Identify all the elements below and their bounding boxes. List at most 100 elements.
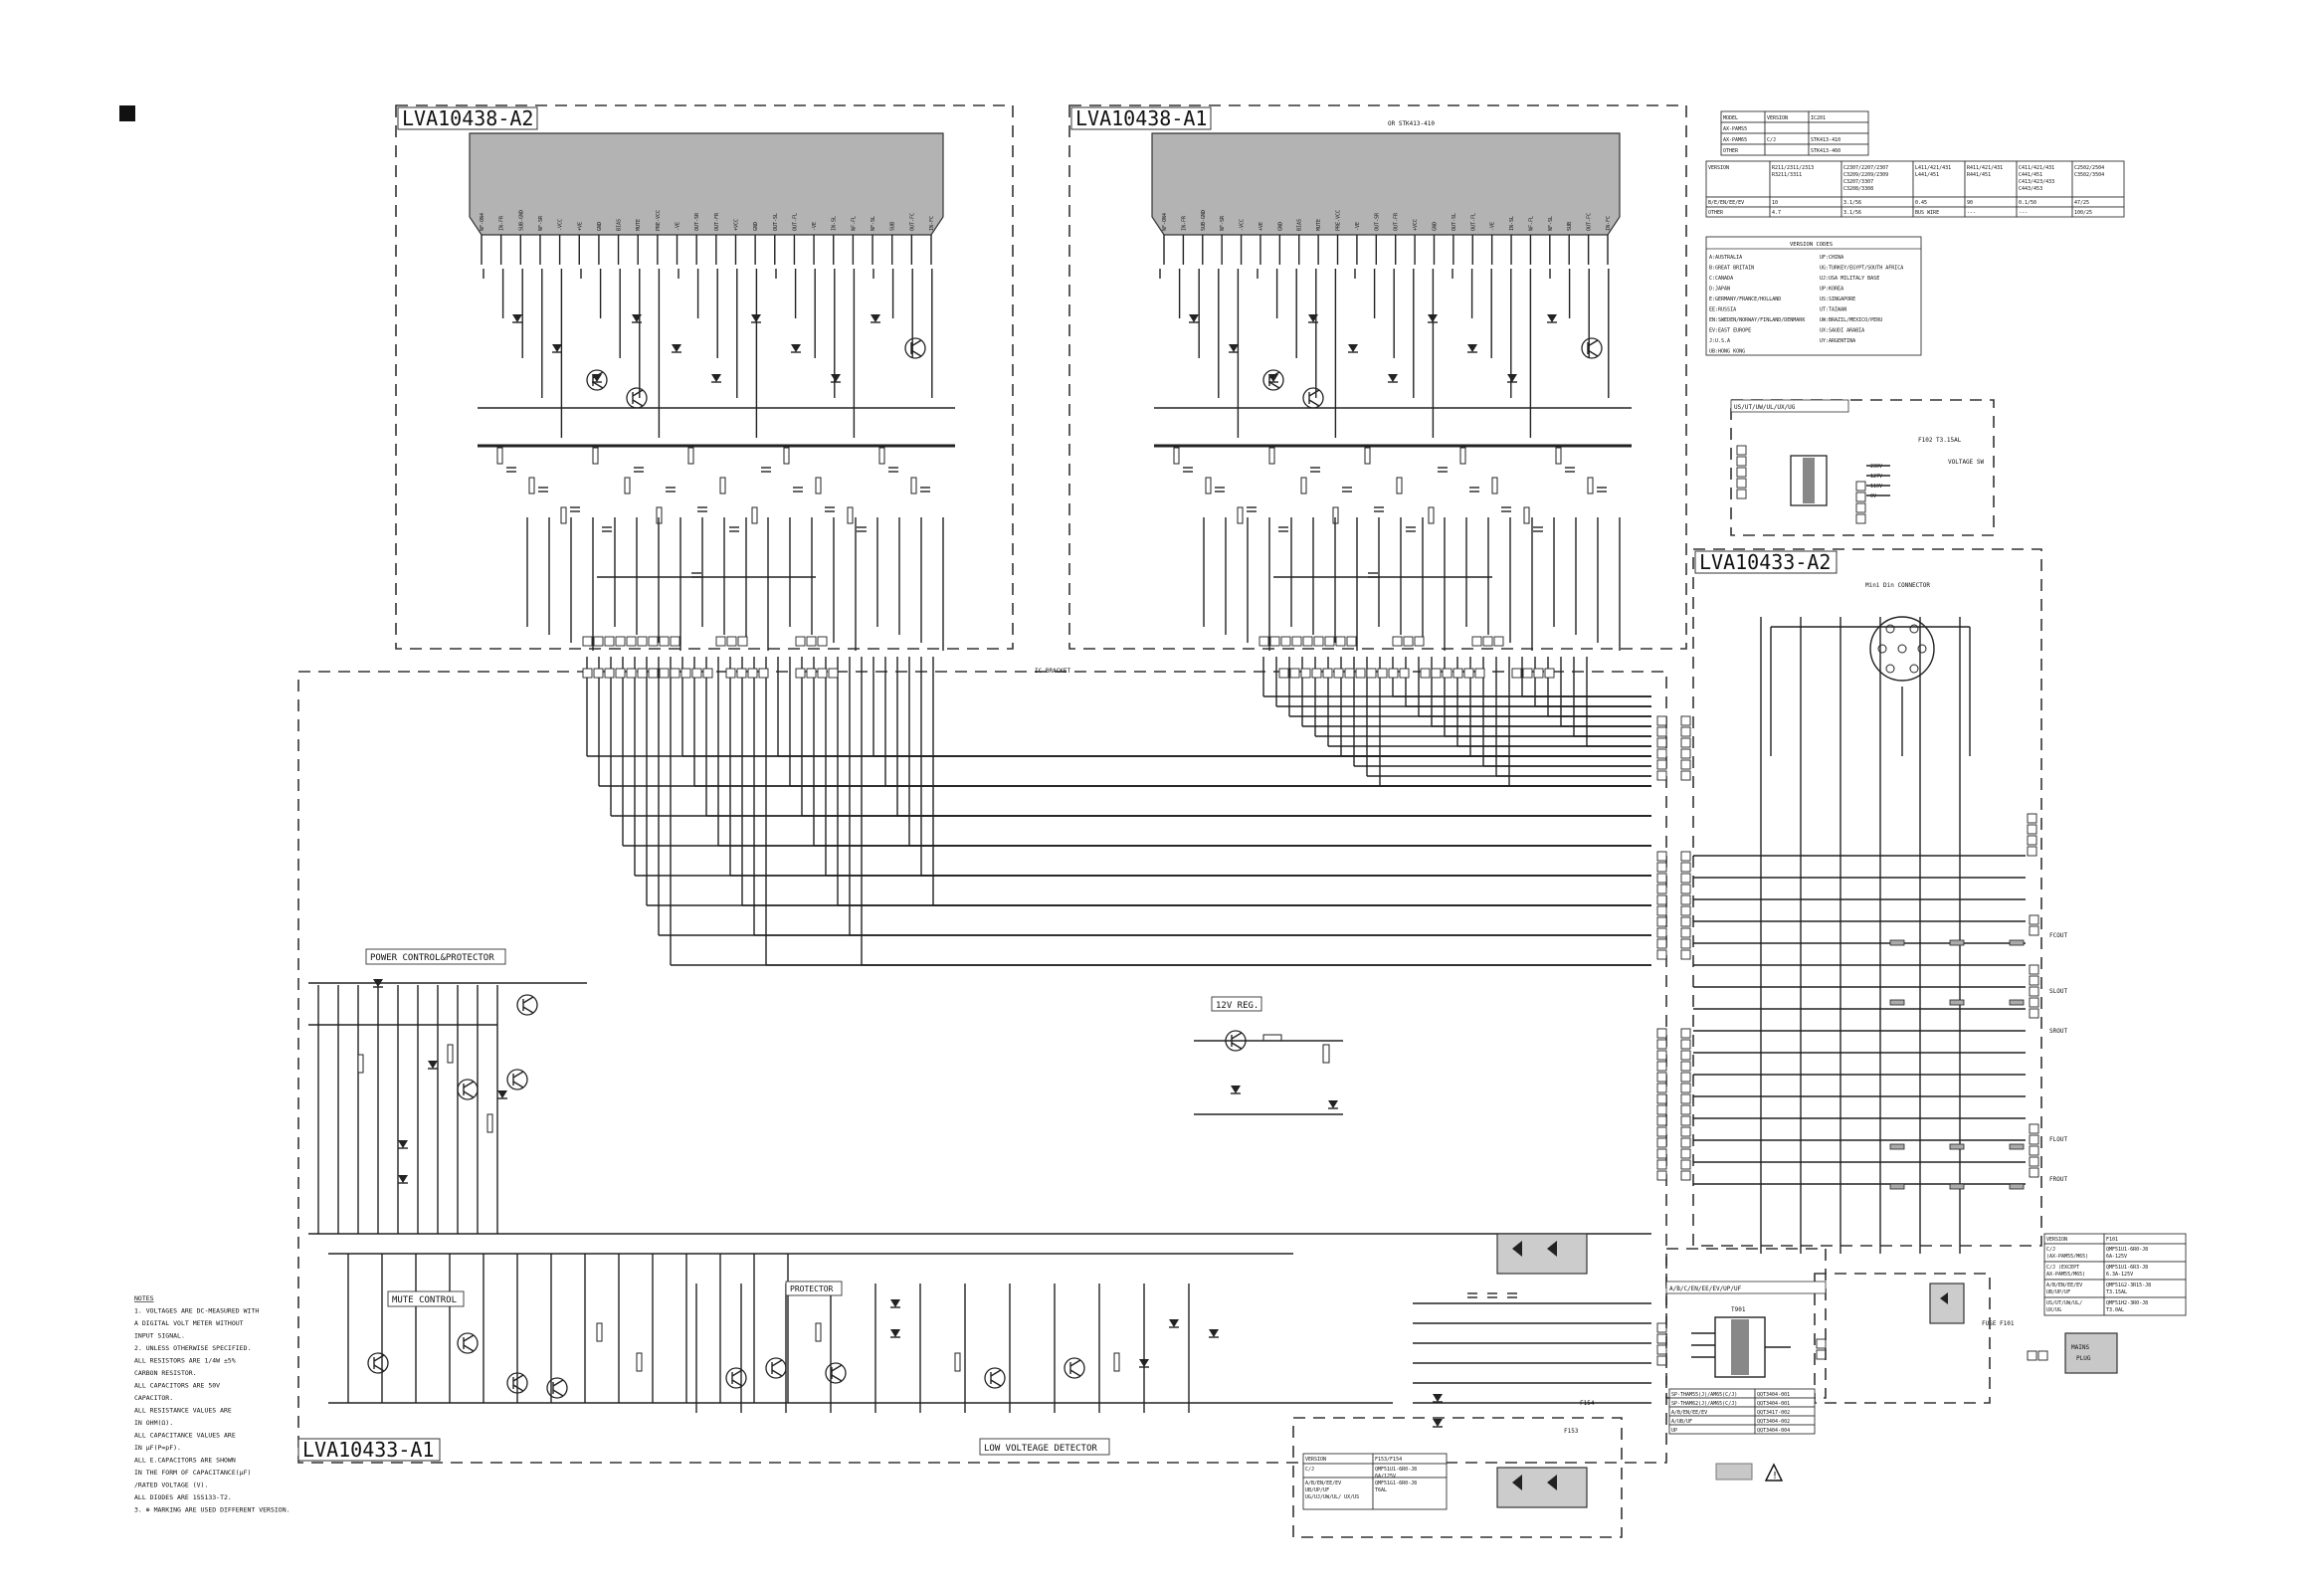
connector-pin [806, 636, 817, 647]
table-cell-text: A/B/EN/EE/EV [1305, 1481, 1341, 1486]
mini-din-connector [1869, 616, 1935, 682]
connector-pin [1414, 636, 1425, 647]
bridge-rectifier-top [1496, 1233, 1588, 1275]
transistor [457, 1332, 479, 1354]
fcout-label: FCOUT [2049, 932, 2067, 939]
svg-text:LOW VOLTEAGE DETECTOR: LOW VOLTEAGE DETECTOR [984, 1444, 1097, 1454]
wire [512, 1071, 524, 1079]
diode [711, 374, 721, 382]
connector-pin [1680, 1072, 1691, 1083]
svg-text:MUTE CONTROL: MUTE CONTROL [392, 1295, 457, 1305]
wire [512, 1384, 524, 1392]
connector-pin [1680, 862, 1691, 873]
wire [592, 381, 604, 389]
ic-pin-label: OUT-SR [694, 212, 700, 231]
connector-pin [1680, 737, 1691, 748]
connector-pin [1855, 481, 1866, 492]
ic-pin-label: OUT-FR [1394, 212, 1400, 231]
ic-pin-label: +VCC [1413, 219, 1419, 231]
note-line: INPUT SIGNAL. [134, 1332, 185, 1340]
table-cell-text: AX-PAM65 [1723, 137, 1747, 143]
table-cell-text: F101 [2106, 1237, 2118, 1243]
diode [1308, 314, 1318, 322]
connector-pin [1680, 1104, 1691, 1115]
connector-pin [615, 636, 626, 647]
resistor [357, 1054, 364, 1074]
resistor [528, 477, 535, 494]
version-code-left: C:CANADA [1709, 276, 1733, 282]
table-cell-text: BUS WIRE [1915, 210, 1939, 216]
svg-text:LVA10438-A1: LVA10438-A1 [1075, 106, 1207, 130]
connector-pin [1656, 905, 1667, 916]
block-amp-a1-border [1068, 104, 1687, 650]
table-cell-text: VERSION [1767, 115, 1788, 121]
connector-pin [1656, 1344, 1667, 1355]
resistor [1237, 506, 1244, 524]
ic-pin-label: GND [1432, 222, 1438, 231]
transistor [516, 994, 538, 1016]
svg-text:LVA10433-A1: LVA10433-A1 [302, 1438, 434, 1462]
connector-pin [747, 668, 758, 679]
connector-pin [1656, 770, 1667, 781]
diode [428, 1061, 438, 1069]
ic-pin-label: IN-FR [499, 215, 505, 231]
wire [1268, 381, 1280, 389]
wire [1308, 399, 1320, 407]
diode [497, 1090, 507, 1098]
resistor [1322, 1044, 1330, 1064]
note-line: 2. UNLESS OTHERWISE SPECIFIED. [134, 1344, 251, 1352]
connector-pin [1656, 1050, 1667, 1061]
diode [1189, 314, 1199, 322]
connector-pin [1333, 668, 1344, 679]
ic-pin-label: MUTE [1316, 219, 1322, 231]
wire [463, 1081, 475, 1088]
connector-pin [626, 636, 637, 647]
version-code-left: J:U.S.A [1709, 338, 1730, 344]
table-cell-text: --- [2019, 210, 2028, 216]
connector-pin [1355, 668, 1366, 679]
connector-pin [1680, 916, 1691, 927]
transformer-version-box-2 [1814, 1273, 1991, 1404]
transistor [506, 1372, 528, 1394]
table-cell-text: STK413-460 [1811, 148, 1840, 154]
connector-pin [1377, 668, 1388, 679]
connector-pin [593, 636, 604, 647]
connector-pin [702, 668, 713, 679]
diode [1467, 344, 1477, 352]
connector-pin [1656, 894, 1667, 905]
connector-pin [1656, 949, 1667, 960]
table-cell-text: QMF51G2-3R15-J8 [2106, 1283, 2151, 1288]
ic-pin-label: +VCC [733, 219, 739, 231]
connector-pin [2027, 835, 2037, 846]
connector-pin [1656, 1355, 1667, 1366]
page-marker [119, 105, 135, 121]
table-cell-text: VERSION [1305, 1457, 1326, 1463]
connector-pin [1680, 905, 1691, 916]
version-code-left: EV:EAST EUROPE [1709, 328, 1751, 334]
table-cell-text: 3.1/56 [1843, 200, 1861, 206]
fuse-area-box [1292, 1417, 1623, 1538]
table-header-text: C3502/3504 [2074, 172, 2104, 178]
version-box-top-label: US/UT/UW/UL/UX/UG [1734, 404, 1796, 411]
svg-text:PROTECTOR: PROTECTOR [790, 1284, 834, 1293]
connector-pin [2029, 997, 2039, 1008]
transistor [825, 1362, 847, 1384]
svg-text:!: ! [1772, 1471, 1778, 1481]
ic-pin-label: -VE [1355, 222, 1361, 231]
transistor [506, 1069, 528, 1090]
wire [1231, 1042, 1243, 1050]
circuit-wiring [308, 269, 2048, 1428]
connector-pin [1680, 1061, 1691, 1072]
connector-pin [2037, 1350, 2048, 1361]
connector-pin [1656, 1126, 1667, 1137]
block-tag-amp-a1: LVA10438-A1 [1070, 106, 1212, 130]
ic-pin-label: OUT-FC [909, 213, 915, 231]
table-cell-text: QQT3404-001 [1757, 1392, 1790, 1398]
version-code-left: E:GERMANY/FRANCE/HOLLAND [1709, 296, 1781, 302]
table-cell-text: UG/UJ/UW/UL/ UX/US [1305, 1494, 1359, 1500]
table-cell-text: 4.7 [1772, 210, 1781, 216]
connector-pin [1656, 1104, 1667, 1115]
connector-pin [1680, 1148, 1691, 1159]
